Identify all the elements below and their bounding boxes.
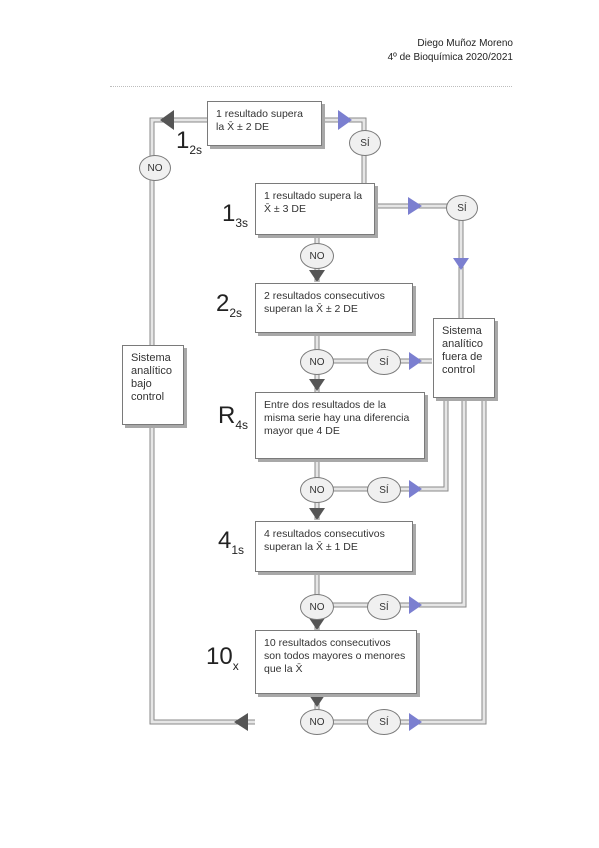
rule-2-2s: 22s — [216, 290, 243, 320]
page-header: Diego Muñoz Moreno 4º de Bioquímica 2020… — [388, 37, 513, 65]
rule-box-2-2s: 2 resultados consecutivos superan la X̄ … — [255, 283, 413, 333]
rule-4-1s: 41s — [218, 527, 245, 557]
status-in-control: Sistema analítico bajo control — [122, 345, 184, 425]
yes-oval-4: SÍ — [367, 477, 401, 503]
rule-box-1-3s: 1 resultado supera la X̄ ± 3 DE — [255, 183, 375, 235]
rule-box-r-4s: Entre dos resultados de la misma serie h… — [255, 392, 425, 459]
arrow-yes-2 — [408, 197, 422, 215]
status-out-of-control: Sistema analítico fuera de control — [433, 318, 495, 398]
arrow-no-1 — [160, 110, 174, 130]
yes-oval-5: SÍ — [367, 594, 401, 620]
arrow-no-4 — [309, 508, 325, 520]
rule-1-3s: 13s — [222, 200, 249, 230]
course-info: 4º de Bioquímica 2020/2021 — [387, 52, 513, 63]
arrow-no-final — [234, 713, 248, 731]
yes-oval-1: SÍ — [349, 130, 381, 156]
author-name: Diego Muñoz Moreno — [417, 38, 513, 49]
no-oval-4: NO — [300, 477, 334, 503]
rule-r-4s: R4s — [218, 402, 249, 432]
arrow-no-5 — [309, 618, 325, 630]
rule-box-1-2s: 1 resultado supera la X̄ ± 2 DE — [207, 101, 322, 146]
arrow-yes-4 — [409, 480, 422, 498]
rule-box-4-1s: 4 resultados consecutivos superan la X̄ … — [255, 521, 413, 572]
arrow-yes-6 — [409, 713, 422, 731]
arrow-no-2 — [309, 270, 325, 282]
yes-oval-2: SÍ — [446, 195, 478, 221]
yes-oval-6: SÍ — [367, 709, 401, 735]
arrow-yes-3 — [409, 352, 422, 370]
arrow-yes-1 — [338, 110, 352, 130]
divider — [110, 86, 512, 87]
arrow-yes-5 — [409, 596, 422, 614]
no-oval-2: NO — [300, 243, 334, 269]
rule-10-x: 10x — [206, 643, 239, 673]
yes-oval-3: SÍ — [367, 349, 401, 375]
no-oval-3: NO — [300, 349, 334, 375]
no-oval-1: NO — [139, 155, 171, 181]
no-oval-6: NO — [300, 709, 334, 735]
rule-1-2s: 12s — [176, 127, 203, 157]
no-oval-5: NO — [300, 594, 334, 620]
arrow-yes-down — [453, 258, 469, 270]
arrow-no-6 — [309, 695, 325, 707]
rule-box-10-x: 10 resultados consecutivos son todos may… — [255, 630, 417, 694]
arrow-no-3 — [309, 379, 325, 391]
